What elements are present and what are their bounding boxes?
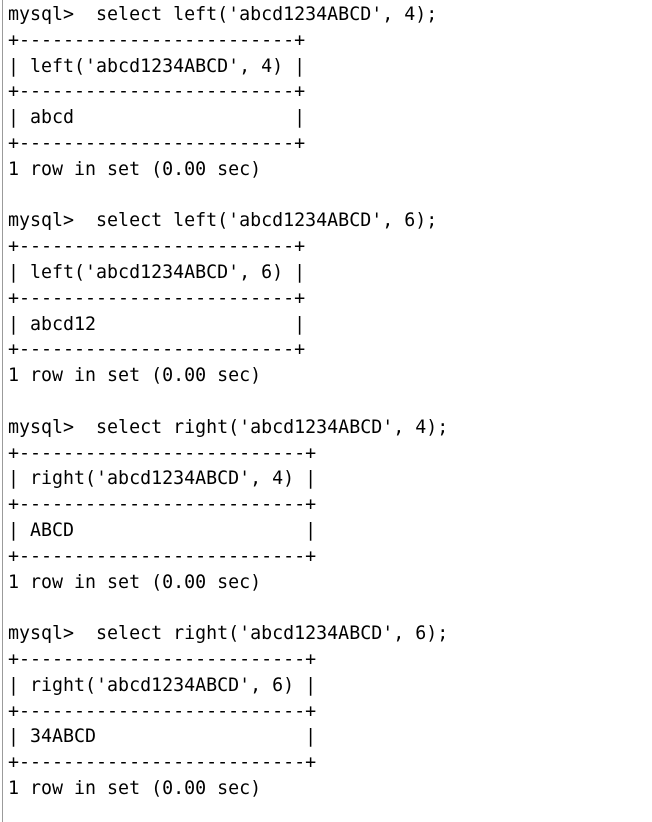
table-border-line: +--------------------------+ <box>8 752 317 774</box>
table-value-line: | ABCD | <box>8 519 317 541</box>
table-header-line: | left('abcd1234ABCD', 6) | <box>8 261 306 283</box>
mysql-prompt-line: mysql> select right('abcd1234ABCD', 4); <box>8 416 449 438</box>
table-border-line: +-------------------------+ <box>8 236 306 258</box>
table-value-line: | 34ABCD | <box>8 726 317 748</box>
table-border-line: +-------------------------+ <box>8 81 306 103</box>
window-left-edge <box>2 0 3 822</box>
query-result-block-left-4: mysql> select left('abcd1234ABCD', 4); +… <box>8 2 448 183</box>
table-header-line: | right('abcd1234ABCD', 4) | <box>8 468 317 490</box>
table-border-line: +-------------------------+ <box>8 339 306 361</box>
table-header-line: | right('abcd1234ABCD', 6) | <box>8 674 317 696</box>
query-result-block-right-4: mysql> select right('abcd1234ABCD', 4); … <box>8 415 448 596</box>
table-header-line: | left('abcd1234ABCD', 4) | <box>8 55 306 77</box>
mysql-prompt-line: mysql> select left('abcd1234ABCD', 4); <box>8 4 438 25</box>
result-status-line: 1 row in set (0.00 sec) <box>8 158 262 180</box>
table-border-line: +-------------------------+ <box>8 29 306 51</box>
table-border-line: +-------------------------+ <box>8 287 306 309</box>
terminal-output: mysql> select left('abcd1234ABCD', 4); +… <box>8 2 448 802</box>
table-value-line: | abcd | <box>8 107 306 129</box>
result-status-line: 1 row in set (0.00 sec) <box>8 365 262 387</box>
table-border-line: +--------------------------+ <box>8 648 317 670</box>
table-value-line: | abcd12 | <box>8 313 306 335</box>
table-border-line: +--------------------------+ <box>8 545 317 567</box>
table-border-line: +--------------------------+ <box>8 494 317 516</box>
table-border-line: +--------------------------+ <box>8 700 317 722</box>
query-result-block-left-6: mysql> select left('abcd1234ABCD', 6); +… <box>8 208 448 389</box>
result-status-line: 1 row in set (0.00 sec) <box>8 571 262 593</box>
query-result-block-right-6: mysql> select right('abcd1234ABCD', 6); … <box>8 621 448 802</box>
table-border-line: +--------------------------+ <box>8 442 317 464</box>
mysql-prompt-line: mysql> select right('abcd1234ABCD', 6); <box>8 623 449 645</box>
result-status-line: 1 row in set (0.00 sec) <box>8 777 262 799</box>
table-border-line: +-------------------------+ <box>8 132 306 154</box>
mysql-prompt-line: mysql> select left('abcd1234ABCD', 6); <box>8 210 438 232</box>
